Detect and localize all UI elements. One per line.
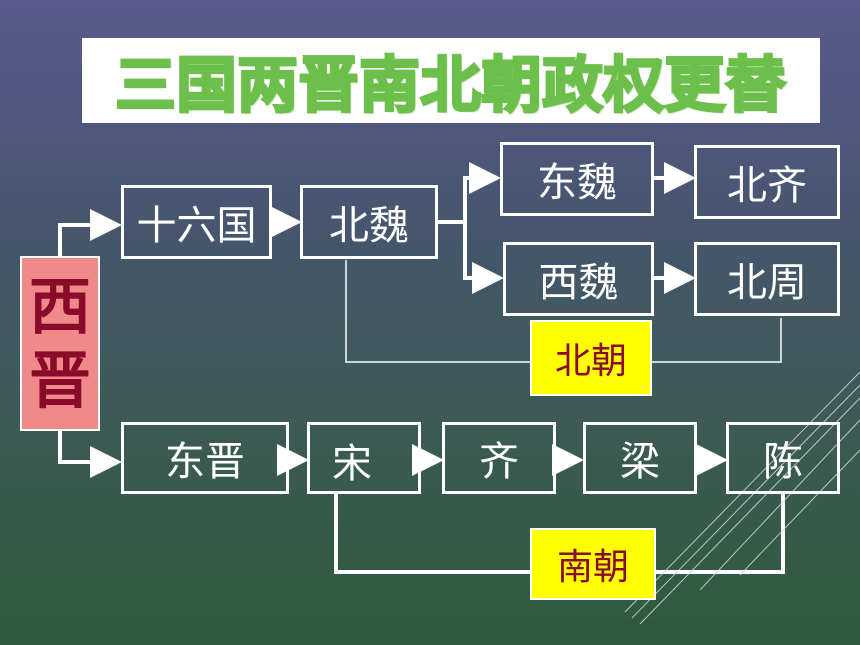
node-dongjin: 东晋 — [121, 422, 289, 494]
node-xijin: 西 晋 — [20, 256, 100, 431]
diagram-title: 三国两晋南北朝政权更替 — [114, 50, 787, 123]
node-beiqi: 北齐 — [694, 145, 840, 219]
node-song: 宋 — [307, 422, 421, 494]
node-shiliuguo: 十六国 — [121, 185, 272, 259]
title-banner: 三国两晋南北朝政权更替 — [82, 38, 820, 123]
node-beizhou: 北周 — [694, 242, 840, 316]
node-qi: 齐 — [442, 422, 556, 494]
node-xiwei: 西魏 — [503, 242, 654, 316]
group-label-north: 北朝 — [530, 320, 652, 396]
node-chen: 陈 — [726, 422, 840, 494]
node-beiwei: 北魏 — [300, 185, 438, 259]
node-dongwei: 东魏 — [500, 142, 654, 216]
group-label-south: 南朝 — [530, 528, 656, 600]
node-liang: 梁 — [583, 422, 697, 494]
node-xijin-line1: 西 — [28, 269, 91, 343]
node-xijin-line2: 晋 — [28, 343, 91, 417]
